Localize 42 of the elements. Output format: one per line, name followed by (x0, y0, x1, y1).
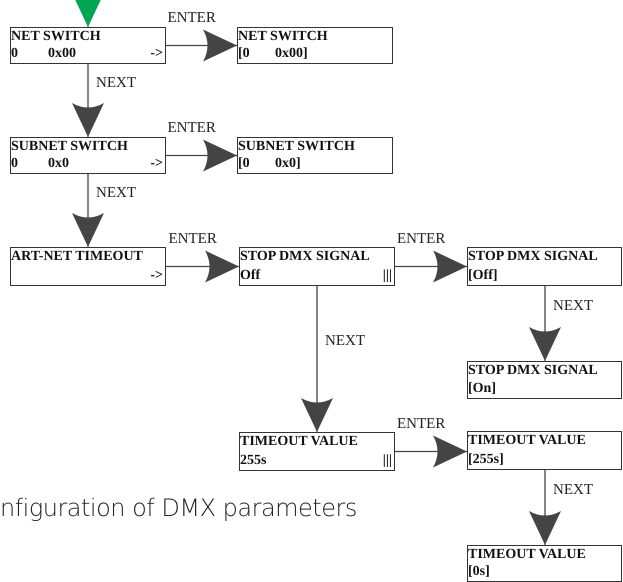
menu-title: TIMEOUT VALUE (468, 547, 586, 563)
menu-value: 0x0] (275, 156, 301, 172)
menu-title: ART-NET TIMEOUT (11, 249, 143, 265)
menu-screen-box (239, 432, 395, 471)
menu-value: 255s (240, 453, 266, 469)
menu-title: SUBNET SWITCH (238, 139, 355, 155)
menu-screen-box (10, 27, 166, 64)
menu-screen-box (237, 137, 393, 174)
menu-value: -> (150, 268, 163, 284)
menu-value: -> (150, 156, 163, 172)
menu-value: ||| (382, 268, 392, 284)
menu-title: STOP DMX SIGNAL (468, 249, 598, 265)
menu-value: [0 (238, 156, 250, 172)
caption: nfiguration of DMX parameters (0, 494, 357, 522)
menu-value: 0 (11, 46, 18, 62)
menu-title: TIMEOUT VALUE (240, 434, 358, 450)
menu-value: [255s] (468, 452, 504, 468)
menu-screen-box (239, 247, 395, 286)
menu-screen-box (10, 137, 166, 174)
menu-value: 0x0 (48, 156, 69, 172)
menu-title: NET SWITCH (238, 29, 328, 45)
menu-title: STOP DMX SIGNAL (468, 363, 598, 379)
menu-title: TIMEOUT VALUE (468, 433, 586, 449)
menu-value: 0 (11, 156, 18, 172)
menu-value: 0x00] (275, 46, 308, 62)
menu-screen-box (467, 431, 622, 470)
menu-value: [0s] (468, 564, 490, 580)
menu-screen-box (10, 247, 166, 286)
menu-value: [0 (238, 46, 250, 62)
menu-screen-box (467, 361, 622, 399)
menu-value: Off (240, 268, 260, 284)
menu-screen-box (237, 27, 393, 64)
menu-value: 0x00 (48, 46, 76, 62)
menu-value: [Off] (468, 268, 498, 284)
menu-value: [On] (468, 381, 496, 397)
menu-value: ||| (382, 453, 392, 469)
menu-screen-box (467, 545, 622, 582)
menu-title: STOP DMX SIGNAL (240, 249, 370, 265)
menu-title: NET SWITCH (11, 29, 101, 45)
menu-value: -> (150, 46, 163, 62)
menu-screen-box (467, 247, 622, 286)
menu-title: SUBNET SWITCH (11, 139, 128, 155)
